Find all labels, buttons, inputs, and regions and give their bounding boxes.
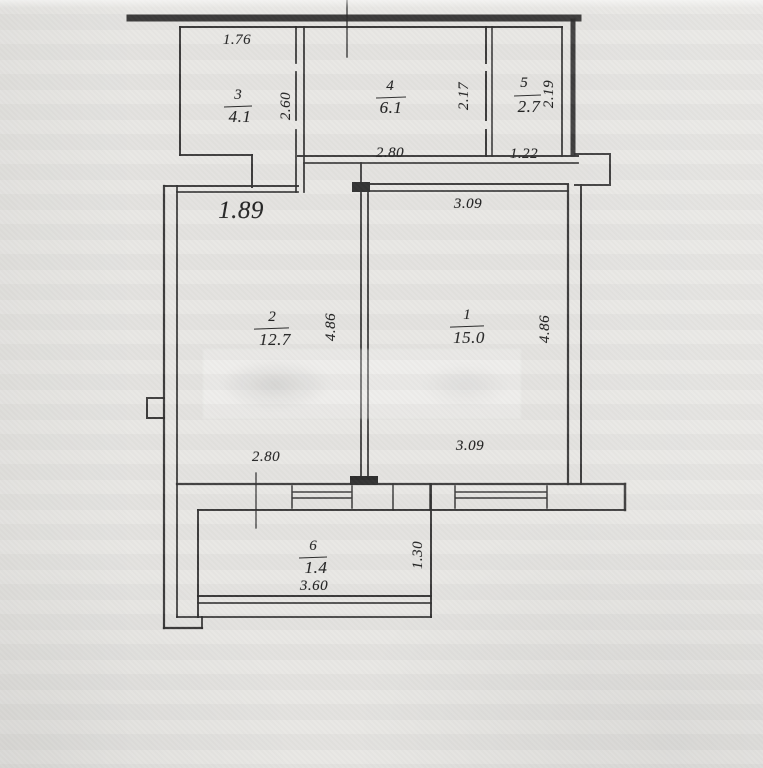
room-4-number: 4 [386,78,394,94]
dim-room3-width: 1.76 [222,32,252,48]
watermark-band [203,349,521,419]
dim-room3-height: 2.60 [278,91,294,121]
outer-walls [126,14,611,630]
room-6-area: 1.4 [304,558,328,577]
dim-hall-opening: 1.89 [218,197,264,224]
room-2-area: 12.7 [259,330,291,349]
room-1-number: 1 [463,307,471,323]
dimension-ticks [255,0,348,529]
room-6-number: 6 [309,538,317,554]
room-4-area: 6.1 [379,98,403,117]
dim-room4-height: 2.17 [456,81,472,111]
dim-room2-height: 4.86 [323,312,339,342]
window-symbols [291,485,548,509]
dim-room1-height: 4.86 [537,314,553,344]
dim-room1-width-top: 3.09 [453,196,483,212]
interior-walls [163,26,627,512]
watermark-smudge [205,352,345,418]
room-5-area: 2.7 [517,97,541,116]
room-2-number: 2 [268,309,276,325]
dim-room1-width-bottom: 3.09 [455,438,485,454]
dim-room2-width: 2.80 [251,449,281,465]
room-3-area: 4.1 [228,107,252,126]
dim-balcony-height: 1.30 [410,540,426,570]
dim-room4-width: 2.80 [375,145,405,161]
dim-room5-width: 1.22 [509,146,539,162]
balcony-walls [197,483,432,618]
room-3-number: 3 [234,87,242,103]
dim-room5-height: 2.19 [541,79,557,109]
room-5-number: 5 [520,75,528,91]
dim-balcony-width: 3.60 [299,578,329,594]
room-1-area: 15.0 [453,328,485,347]
watermark-smudge-right [410,356,520,416]
